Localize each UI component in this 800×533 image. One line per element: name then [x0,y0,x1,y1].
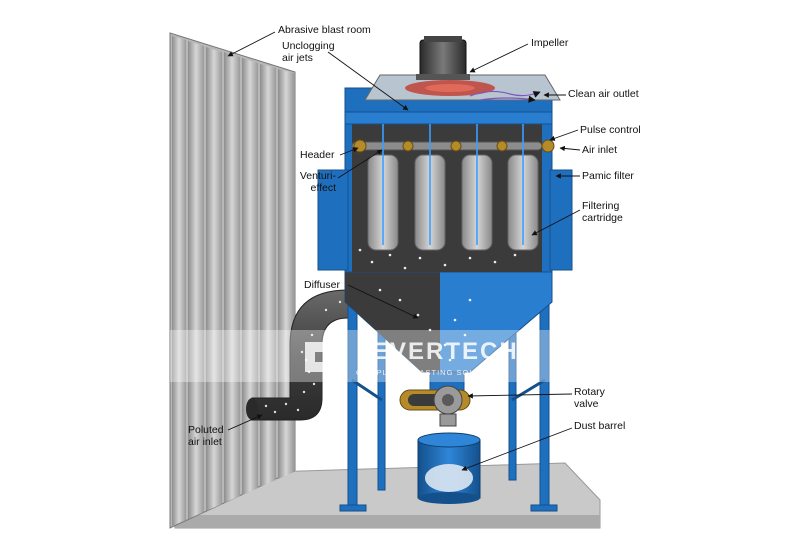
floor [169,462,601,529]
leader-lines [227,31,581,471]
rotary-valve [399,385,471,427]
hopper [344,271,553,391]
label-header: Header [300,149,335,161]
polluted-air-duct [246,289,357,421]
filter-cartridges [367,124,539,251]
label-rotary-valve: Rotary valve [574,386,605,410]
label-filtering-cartridge: Filtering cartridge [582,200,623,224]
label-venturi-effect: Venturi- effect [299,170,336,194]
label-dust-barrel: Dust barrel [574,420,626,432]
dust-barrel [417,432,481,504]
header-pipe [351,139,555,153]
label-clean-air-outlet: Clean air outlet [568,88,639,100]
support-legs [339,269,558,512]
label-pamic-filter: Pamic filter [582,170,634,182]
label-impeller: Impeller [531,37,569,49]
blast-room-wall [169,32,296,529]
watermark-brand: EVERTECH [372,338,519,365]
label-pulse-control: Pulse control [580,124,641,136]
label-poluted-air-inlet: Poluted air inlet [188,424,224,448]
watermark-tagline: COMPLETE BLASTING SOLUTIONS [356,368,509,377]
label-unclogging-air-jets: Unclogging air jets [282,40,335,64]
airflow-arrows [469,90,541,103]
label-air-inlet: Air inlet [582,144,618,156]
watermark-band [170,330,610,382]
impeller-motor [416,36,470,80]
label-diffuser: Diffuser [304,279,340,291]
label-abrasive-blast-room: Abrasive blast room [278,24,371,36]
